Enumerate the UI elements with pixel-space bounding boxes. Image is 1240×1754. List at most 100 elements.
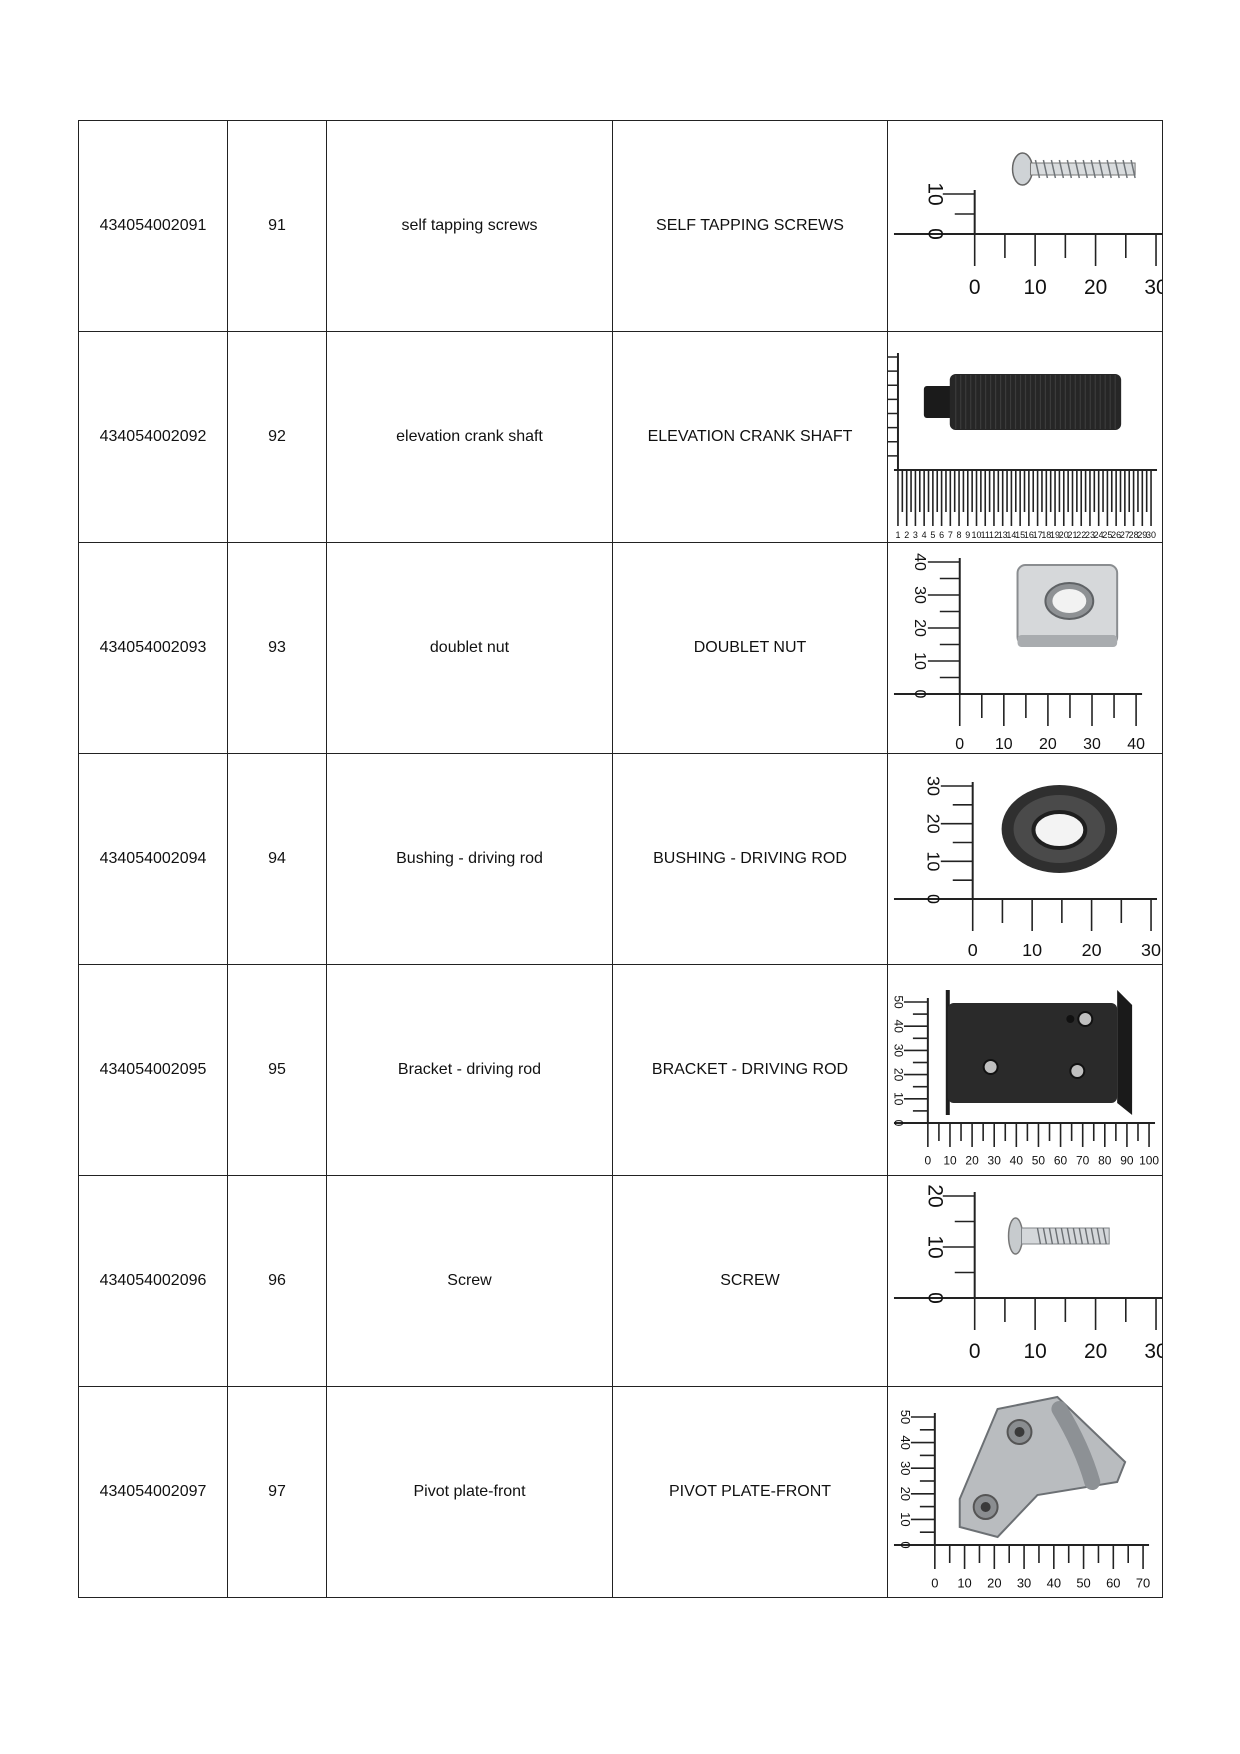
y-tick-label: 20: [923, 814, 943, 834]
x-tick-label: 10: [1023, 1340, 1046, 1363]
x-tick-label: 11: [981, 530, 990, 540]
y-tick-label: 10: [898, 1512, 913, 1526]
y-tick-label: 50: [891, 995, 905, 1009]
x-tick-label: 0: [931, 1575, 938, 1590]
pivot-plate-icon: [958, 1395, 1127, 1539]
part-code: 434054002097: [78, 1386, 228, 1598]
x-tick-label: 13: [998, 530, 1008, 540]
table-row: 434054002094 94 Bushing - driving rod BU…: [78, 753, 1163, 965]
x-tick-label: 8: [957, 530, 962, 540]
x-tick-label: 20: [965, 1153, 979, 1167]
x-tick-label: 16: [1024, 530, 1034, 540]
x-tick-label: 24: [1094, 530, 1104, 540]
part-name: Bushing - driving rod: [326, 753, 613, 965]
x-tick-label: 7: [948, 530, 953, 540]
part-name-upper: SCREW: [612, 1175, 888, 1387]
part-name: doublet nut: [326, 542, 613, 754]
x-tick-label: 5: [930, 530, 935, 540]
x-tick-label: 3: [913, 530, 918, 540]
shaft-icon: [923, 374, 1122, 430]
x-tick-label: 21: [1068, 530, 1078, 540]
x-tick-label: 20: [1082, 940, 1102, 960]
y-tick-label: 20: [924, 1184, 947, 1207]
y-tick-label: 40: [898, 1435, 913, 1449]
position-number: 95: [227, 964, 327, 1176]
x-tick-label: 30: [988, 1153, 1002, 1167]
y-tick-label: 30: [923, 776, 943, 796]
x-tick-label: 25: [1102, 530, 1112, 540]
measurement-scale: 0510152012345678910111213141516171819202…: [888, 353, 1158, 540]
bushing-icon: [1001, 785, 1118, 873]
y-tick-label: 10: [891, 1092, 905, 1106]
x-tick-label: 14: [1006, 530, 1016, 540]
x-tick-label: 50: [1076, 1575, 1090, 1590]
y-tick-label: 0: [891, 1120, 905, 1127]
x-tick-label: 12: [989, 530, 999, 540]
y-tick-label: 30: [898, 1461, 913, 1475]
part-name-upper: DOUBLET NUT: [612, 542, 888, 754]
part-name: Pivot plate-front: [326, 1386, 613, 1598]
x-tick-label: 22: [1076, 530, 1086, 540]
position-number: 97: [227, 1386, 327, 1598]
x-tick-label: 40: [1010, 1153, 1024, 1167]
part-scale-figure: 0100102030: [893, 152, 1162, 299]
y-tick-label: 40: [891, 1020, 905, 1034]
x-tick-label: 30: [1083, 736, 1101, 753]
bracket-icon: [945, 990, 1133, 1115]
part-photo: 0510152012345678910111213141516171819202…: [887, 331, 1163, 543]
parts-table: 434054002091 91 self tapping screws SELF…: [78, 120, 1163, 1598]
x-tick-label: 30: [1144, 276, 1162, 299]
part-code: 434054002091: [78, 120, 228, 332]
y-tick-label: 30: [911, 586, 928, 604]
measurement-scale: 010200102030: [893, 1184, 1162, 1363]
part-name-upper: PIVOT PLATE-FRONT: [612, 1386, 888, 1598]
part-code: 434054002095: [78, 964, 228, 1176]
screw-icon: [1011, 152, 1136, 186]
table-row: 434054002092 92 elevation crank shaft EL…: [78, 331, 1163, 543]
x-tick-label: 10: [943, 1153, 957, 1167]
y-tick-label: 0: [924, 1292, 947, 1304]
x-tick-label: 100: [1139, 1153, 1159, 1167]
y-tick-label: 0: [898, 1541, 913, 1548]
x-tick-label: 29: [1137, 530, 1147, 540]
x-tick-label: 28: [1129, 530, 1139, 540]
position-number: 94: [227, 753, 327, 965]
x-tick-label: 70: [1136, 1575, 1150, 1590]
x-tick-label: 0: [969, 276, 981, 299]
x-tick-label: 6: [939, 530, 944, 540]
part-name-upper: ELEVATION CRANK SHAFT: [612, 331, 888, 543]
part-code: 434054002096: [78, 1175, 228, 1387]
part-name-upper: BUSHING - DRIVING ROD: [612, 753, 888, 965]
x-tick-label: 20: [1084, 1340, 1107, 1363]
part-name: Screw: [326, 1175, 613, 1387]
table-row: 434054002091 91 self tapping screws SELF…: [78, 120, 1163, 332]
x-tick-label: 90: [1120, 1153, 1134, 1167]
x-tick-label: 70: [1076, 1153, 1090, 1167]
x-tick-label: 9: [965, 530, 970, 540]
x-tick-label: 19: [1050, 530, 1060, 540]
y-tick-label: 40: [911, 553, 928, 571]
part-code: 434054002092: [78, 331, 228, 543]
x-tick-label: 20: [987, 1575, 1001, 1590]
x-tick-label: 50: [1032, 1153, 1046, 1167]
position-number: 93: [227, 542, 327, 754]
x-tick-label: 10: [1022, 940, 1042, 960]
x-tick-label: 30: [1146, 530, 1156, 540]
y-tick-label: 20: [898, 1487, 913, 1501]
part-name: elevation crank shaft: [326, 331, 613, 543]
x-tick-label: 20: [1084, 276, 1107, 299]
part-name-upper: BRACKET - DRIVING ROD: [612, 964, 888, 1176]
x-tick-label: 4: [922, 530, 927, 540]
y-tick-label: 20: [911, 619, 928, 637]
part-name-upper: SELF TAPPING SCREWS: [612, 120, 888, 332]
y-tick-label: 50: [898, 1410, 913, 1424]
